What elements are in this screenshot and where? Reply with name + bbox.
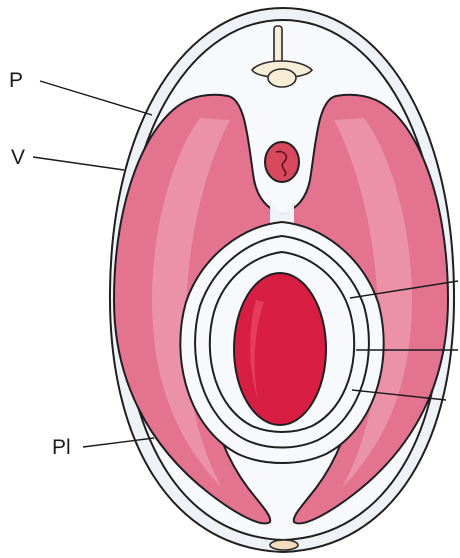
- label-p: P: [9, 69, 23, 92]
- sternum: [270, 540, 298, 550]
- label-v: V: [11, 146, 25, 169]
- leader-line-v: [33, 157, 124, 170]
- label-pl: Pl: [52, 436, 71, 459]
- heart: [234, 273, 326, 425]
- aorta: [265, 142, 299, 182]
- leader-line-p: [40, 81, 152, 115]
